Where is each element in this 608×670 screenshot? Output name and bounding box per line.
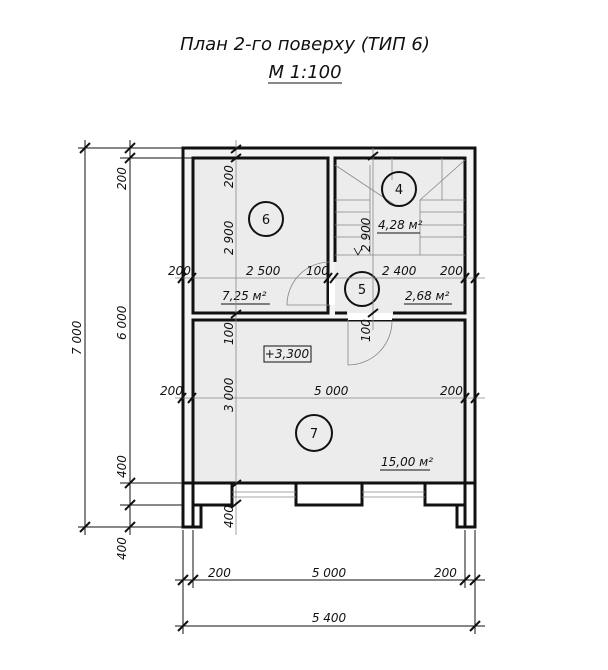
left-dimension-lines xyxy=(78,140,193,535)
dim-upper-left-wall: 200 xyxy=(168,264,191,278)
area-room-5: 2,68 м² xyxy=(405,289,450,303)
area-room-7: 15,00 м² xyxy=(381,455,433,469)
room-7-floor xyxy=(193,320,465,483)
elevation-mark: +3,300 xyxy=(265,347,310,361)
room-tag-5: 5 xyxy=(344,271,380,307)
plan-title: План 2-го поверху (ТИП 6) xyxy=(180,34,430,55)
front-wall-center xyxy=(294,481,364,507)
internal-dimension-lines xyxy=(175,140,485,535)
area-room-6: 7,25 м² xyxy=(222,289,267,303)
room-4-5-floor xyxy=(335,158,465,313)
dimension-ticks xyxy=(177,144,480,509)
dim-bottom-right: 200 xyxy=(434,566,457,580)
dim-bottom-left: 200 xyxy=(208,566,231,580)
dim-partition: 100 xyxy=(306,264,329,278)
building xyxy=(181,146,477,529)
dim-room-5-width: 2 400 xyxy=(382,264,417,278)
svg-text:4: 4 xyxy=(395,183,403,198)
room-tag-4: 4 xyxy=(381,171,417,207)
door-swing-6 xyxy=(286,261,331,306)
dim-left-400a: 400 xyxy=(115,455,129,478)
dim-left-total: 7 000 xyxy=(70,320,84,355)
svg-text:7: 7 xyxy=(310,427,318,442)
dim-lower-100-mid: 100 xyxy=(359,319,373,342)
dim-left-6000: 6 000 xyxy=(115,305,129,340)
dim-room-4-height: 2 900 xyxy=(359,217,373,252)
dim-left-200: 200 xyxy=(115,167,129,190)
bottom-dimension-ticks xyxy=(177,574,481,632)
room-tag-6: 6 xyxy=(248,201,284,237)
dim-lower-100-left: 100 xyxy=(222,322,236,345)
door-opening-6 xyxy=(329,275,335,305)
dim-room-6-top: 200 xyxy=(222,165,236,188)
dim-bottom-total: 5 400 xyxy=(312,611,347,625)
dim-front-400: 400 xyxy=(222,505,236,528)
elevation-box xyxy=(263,345,312,363)
staircase xyxy=(334,158,466,256)
svg-text:5: 5 xyxy=(358,283,366,298)
left-dimension-ticks xyxy=(79,142,136,533)
dim-lower-right-wall: 200 xyxy=(440,384,463,398)
dim-left-400b: 400 xyxy=(115,537,129,560)
door-swing-7 xyxy=(347,320,393,366)
dim-lower-left-wall: 200 xyxy=(160,384,183,398)
dim-bottom-mid: 5 000 xyxy=(312,566,347,580)
dim-room-7-height: 3 000 xyxy=(222,377,236,412)
dim-room-7-width: 5 000 xyxy=(314,384,349,398)
dim-room-6-width: 2 500 xyxy=(246,264,281,278)
front-wall-right xyxy=(423,481,467,507)
front-wall-left xyxy=(191,481,234,507)
plan-scale: М 1:100 xyxy=(268,62,341,83)
svg-text:6: 6 xyxy=(262,213,270,228)
dim-room-6-height: 2 900 xyxy=(222,220,236,255)
room-tag-7: 7 xyxy=(295,414,333,452)
dim-upper-right-wall: 200 xyxy=(440,264,463,278)
area-room-4: 4,28 м² xyxy=(378,218,423,232)
bottom-dimension-lines xyxy=(175,530,485,634)
